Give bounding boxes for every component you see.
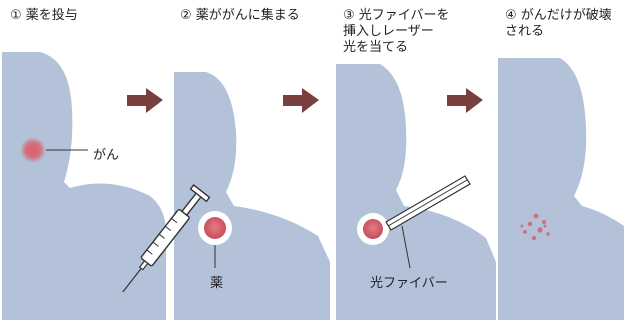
cancer-spot	[20, 137, 46, 163]
arrow-1-icon	[127, 88, 163, 113]
cancer-label: がん	[93, 148, 120, 163]
destroyed-cancer-fragments	[520, 213, 550, 241]
silhouette-4	[498, 58, 624, 320]
step-3-title: ③ 光ファイバーを 挿入しレーザー 光を当てる	[343, 8, 450, 55]
arrow-3-icon	[447, 88, 483, 113]
silhouette-1	[2, 52, 167, 320]
fiber-leader-line	[401, 225, 411, 269]
step-4-title: ④ がんだけが破壊 される	[505, 8, 612, 39]
optical-fiber-icon	[385, 175, 471, 231]
drug-label: 薬	[210, 276, 224, 291]
syringe-icon	[122, 184, 211, 293]
step-1-title: ① 薬を投与	[10, 8, 78, 23]
step-2-title: ② 薬ががんに集まる	[180, 8, 300, 23]
tumor-with-drug	[204, 217, 226, 239]
fiber-label: 光ファイバー	[370, 276, 448, 291]
silhouette-2	[174, 72, 330, 320]
tumor-illuminated	[363, 219, 383, 239]
arrow-2-icon	[283, 88, 319, 113]
silhouette-3	[336, 64, 496, 320]
